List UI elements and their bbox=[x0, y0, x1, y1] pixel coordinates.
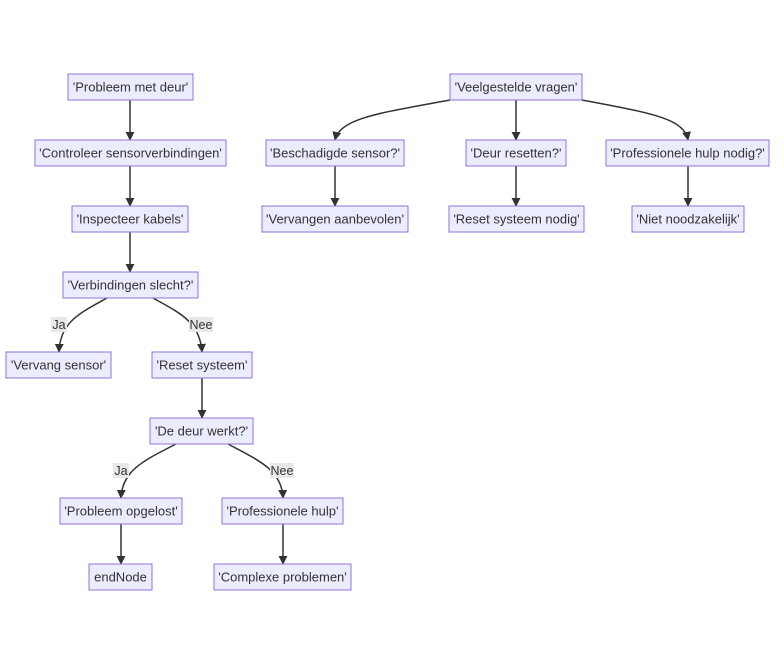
svg-text:'Probleem met deur': 'Probleem met deur' bbox=[73, 80, 189, 95]
node-veelgestelde-vragen: 'Veelgestelde vragen' bbox=[449, 73, 583, 101]
edge-deur-werkt-to-professionele-hulp bbox=[227, 443, 288, 499]
svg-text:'De deur werkt?': 'De deur werkt?' bbox=[155, 424, 248, 439]
node-complexe-problemen: 'Complexe problemen' bbox=[213, 563, 352, 591]
node-deur-resetten: 'Deur resetten?' bbox=[465, 139, 567, 167]
svg-text:'Probleem opgelost': 'Probleem opgelost' bbox=[64, 504, 177, 519]
edge-label-deur-werkt-ja: Ja bbox=[113, 463, 129, 478]
svg-text:'Reset systeem': 'Reset systeem' bbox=[157, 358, 248, 373]
node-professionele-hulp-nodig: 'Professionele hulp nodig?' bbox=[605, 139, 770, 167]
node-reset-systeem-nodig: 'Reset systeem nodig' bbox=[448, 205, 585, 233]
svg-text:'Professionele hulp': 'Professionele hulp' bbox=[227, 504, 339, 519]
svg-text:'Complexe problemen': 'Complexe problemen' bbox=[218, 570, 347, 585]
svg-text:Ja: Ja bbox=[52, 318, 65, 332]
edge-label-deur-werkt-nee: Nee bbox=[270, 463, 294, 478]
edge-veelgestelde-to-prof-nodig bbox=[581, 99, 691, 141]
edge-label-verbindingen-ja: Ja bbox=[51, 317, 67, 332]
svg-text:'Controleer sensorverbindingen: 'Controleer sensorverbindingen' bbox=[39, 146, 222, 161]
svg-text:'Vervangen aanbevolen': 'Vervangen aanbevolen' bbox=[266, 212, 404, 227]
svg-text:'Deur resetten?': 'Deur resetten?' bbox=[471, 146, 562, 161]
node-probleem-opgelost: 'Probleem opgelost' bbox=[59, 497, 183, 525]
node-niet-noodzakelijk: 'Niet noodzakelijk' bbox=[631, 205, 745, 233]
node-de-deur-werkt: 'De deur werkt?' bbox=[149, 417, 254, 445]
svg-text:'Niet noodzakelijk': 'Niet noodzakelijk' bbox=[636, 212, 739, 227]
edge-verbindingen-to-reset bbox=[152, 297, 206, 353]
svg-text:'Beschadigde sensor?': 'Beschadigde sensor?' bbox=[270, 146, 400, 161]
node-inspecteer-kabels: 'Inspecteer kabels' bbox=[71, 205, 189, 233]
svg-text:'Reset systeem nodig': 'Reset systeem nodig' bbox=[453, 212, 579, 227]
node-professionele-hulp: 'Professionele hulp' bbox=[221, 497, 344, 525]
svg-text:endNode: endNode bbox=[94, 570, 147, 585]
node-end-node: endNode bbox=[88, 563, 153, 591]
edge-veelgestelde-to-beschadigde bbox=[332, 99, 451, 141]
svg-text:'Professionele hulp nodig?': 'Professionele hulp nodig?' bbox=[610, 146, 765, 161]
svg-text:'Vervang sensor': 'Vervang sensor' bbox=[11, 358, 106, 373]
node-reset-systeem: 'Reset systeem' bbox=[151, 351, 253, 379]
edge-deur-werkt-to-probleem-opgelost bbox=[116, 443, 177, 499]
node-vervang-sensor: 'Vervang sensor' bbox=[5, 351, 112, 379]
svg-text:Nee: Nee bbox=[271, 464, 294, 478]
node-controleer-sensorverbindingen: 'Controleer sensorverbindingen' bbox=[34, 139, 227, 167]
svg-text:Nee: Nee bbox=[190, 318, 213, 332]
node-beschadigde-sensor: 'Beschadigde sensor?' bbox=[265, 139, 405, 167]
node-probleem-met-deur: 'Probleem met deur' bbox=[67, 73, 194, 101]
svg-text:Ja: Ja bbox=[114, 464, 127, 478]
svg-text:'Verbindingen slecht?': 'Verbindingen slecht?' bbox=[68, 278, 194, 293]
node-verbindingen-slecht: 'Verbindingen slecht?' bbox=[62, 271, 199, 299]
svg-text:'Inspecteer kabels': 'Inspecteer kabels' bbox=[77, 212, 184, 227]
node-vervangen-aanbevolen: 'Vervangen aanbevolen' bbox=[261, 205, 409, 233]
edge-verbindingen-to-vervang bbox=[54, 297, 108, 353]
edge-label-verbindingen-nee: Nee bbox=[189, 317, 213, 332]
svg-text:'Veelgestelde vragen': 'Veelgestelde vragen' bbox=[455, 80, 578, 95]
